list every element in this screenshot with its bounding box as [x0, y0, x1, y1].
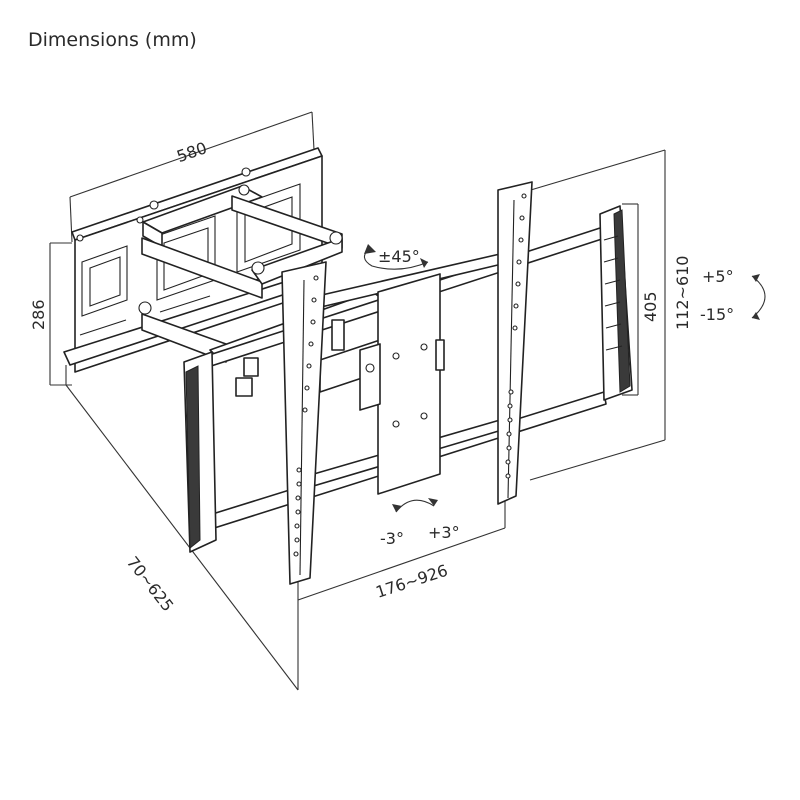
dim-580: 580 — [174, 138, 209, 166]
dim-286: 286 — [29, 299, 48, 330]
angle-tilt-up: +5° — [702, 267, 734, 286]
dim-70-625: 70~625 — [123, 553, 178, 615]
right-end-bracket — [599, 205, 633, 401]
dim-112-610: 112~610 — [673, 256, 692, 330]
angle-level-left: -3° — [380, 529, 404, 548]
angle-tilt-down: -15° — [700, 305, 734, 324]
dim-176-926: 176~926 — [373, 561, 450, 602]
diagram-title: Dimensions (mm) — [28, 29, 197, 51]
angle-level-right: +3° — [428, 523, 460, 542]
dimension-lines — [49, 111, 666, 691]
dim-405: 405 — [641, 291, 660, 322]
vertical-bracket-left — [281, 261, 327, 585]
angle-swivel: ±45° — [378, 247, 420, 266]
rotation-arrows — [363, 244, 766, 513]
center-plate — [331, 273, 445, 495]
left-end-bracket — [183, 351, 217, 553]
vertical-bracket-right — [497, 181, 533, 505]
